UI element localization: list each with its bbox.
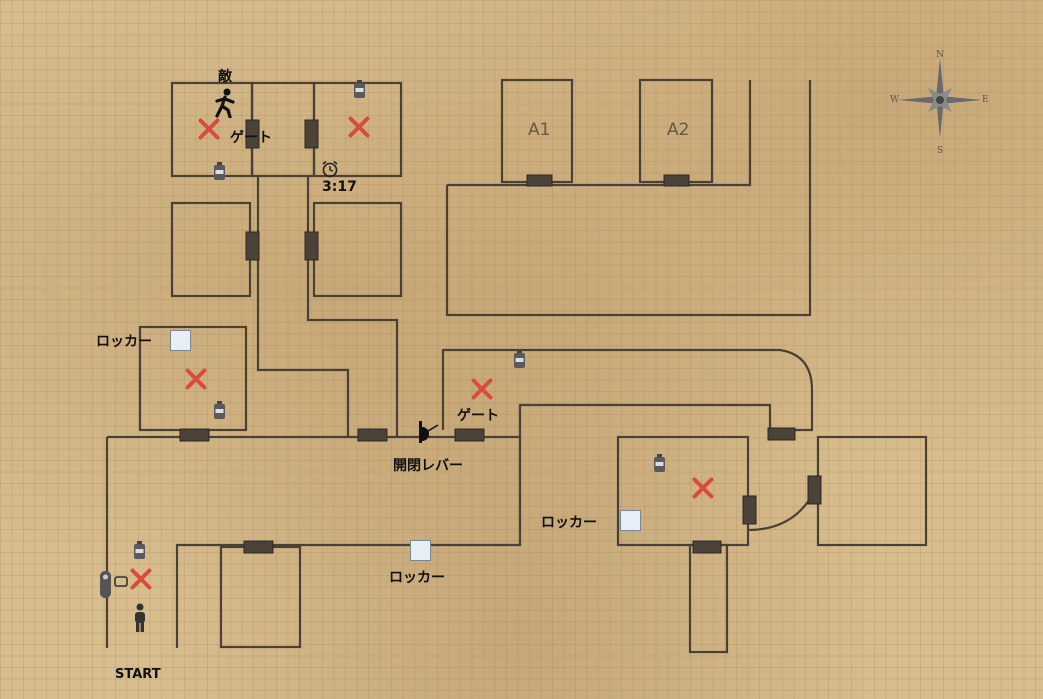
door[interactable] — [526, 174, 553, 187]
device-icon[interactable] — [99, 570, 131, 600]
door[interactable] — [304, 119, 319, 149]
bottle-icon[interactable] — [213, 162, 226, 180]
locker-left-label: ロッカー — [96, 334, 152, 350]
bottle-icon[interactable] — [353, 80, 366, 98]
bottle-icon[interactable] — [653, 454, 666, 472]
room-far-right — [816, 435, 928, 547]
gate-top-label: ゲート — [230, 130, 272, 146]
door[interactable] — [304, 231, 319, 261]
door[interactable] — [179, 428, 210, 442]
bottle-icon[interactable] — [513, 350, 526, 368]
corridor-right-wall — [306, 176, 399, 437]
door[interactable] — [663, 174, 690, 187]
door[interactable] — [245, 119, 260, 149]
door[interactable] — [245, 231, 260, 261]
compass-e: E — [982, 95, 989, 105]
door[interactable] — [807, 475, 822, 505]
x-mark-icon — [690, 475, 716, 501]
locker-icon[interactable] — [410, 540, 431, 561]
compass-w: W — [890, 95, 900, 105]
door[interactable] — [243, 540, 274, 554]
enemy-running-icon — [215, 88, 235, 118]
compass-n: N — [936, 50, 944, 60]
door[interactable] — [742, 495, 757, 525]
enemy-label: 敵 — [218, 69, 232, 85]
room-mid-right — [312, 201, 403, 298]
player-icon — [135, 603, 145, 632]
room-a1-label: A1 — [528, 120, 551, 140]
locker-icon[interactable] — [170, 330, 191, 351]
arc-door — [747, 489, 816, 532]
gate-center-label: ゲート — [457, 408, 499, 424]
room-a2-label: A2 — [667, 120, 690, 140]
x-mark-icon — [469, 376, 495, 402]
room-bottom — [219, 545, 302, 649]
bottle-icon[interactable] — [133, 541, 146, 559]
lever-label: 開閉レバー — [393, 458, 463, 474]
locker-icon[interactable] — [620, 510, 641, 531]
compass-icon: N S W E — [888, 48, 989, 158]
room-center — [441, 348, 814, 437]
lever-icon[interactable] — [418, 419, 440, 445]
start-label: START — [115, 667, 161, 682]
corridor-left-wall — [256, 176, 350, 437]
locker-bottom-label: ロッカー — [389, 570, 445, 586]
bottle-icon[interactable] — [213, 401, 226, 419]
compass-s: S — [937, 146, 944, 156]
door[interactable] — [357, 428, 388, 442]
x-mark-icon — [183, 366, 209, 392]
room-locker-right — [616, 435, 750, 547]
alarm-clock-icon — [322, 160, 338, 178]
locker-right-label: ロッカー — [541, 515, 597, 531]
room-narrow — [688, 543, 729, 654]
x-mark-icon — [346, 114, 372, 140]
door[interactable] — [767, 427, 796, 441]
x-mark-icon — [128, 566, 154, 592]
gate-door[interactable] — [454, 428, 485, 442]
door[interactable] — [692, 540, 722, 554]
timer-label: 3:17 — [322, 179, 357, 195]
x-mark-icon — [196, 116, 222, 142]
room-mid-left — [170, 201, 252, 298]
